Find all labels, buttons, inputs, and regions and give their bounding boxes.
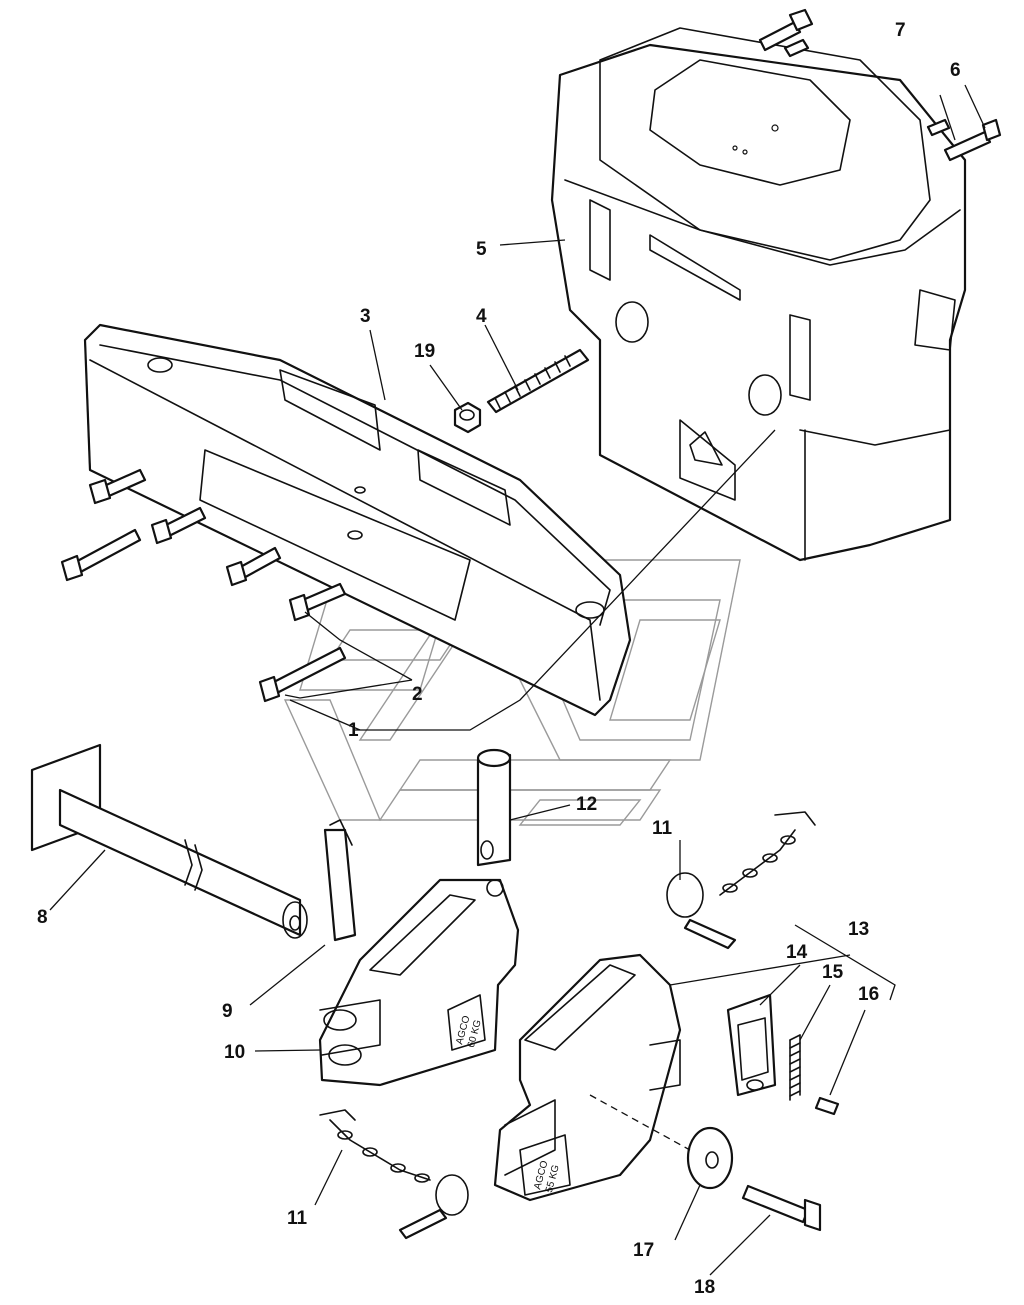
lock-plate [726,993,777,1097]
threaded-rod [486,348,590,414]
callout-11-right: 11 [652,818,673,839]
callout-12: 12 [576,794,597,815]
spring-pin [323,819,357,942]
sleeve-pin [476,748,512,867]
callout-7: 7 [895,20,906,41]
hitch-bracket-weight [318,878,520,1087]
callout-4: 4 [476,306,487,327]
callout-11-left: 11 [287,1208,308,1229]
callout-13: 13 [848,919,869,940]
hex-bolt [741,1184,822,1232]
hex-nut [453,401,482,434]
callout-14: 14 [786,942,808,963]
suitcase-weight [493,953,682,1202]
front-weight-block [550,27,967,562]
callout-15: 15 [822,962,844,983]
callout-6: 6 [950,60,961,81]
callout-16: 16 [858,984,879,1005]
callout-17: 17 [633,1240,654,1261]
bolt-set-left [60,468,347,703]
compression-spring [789,1034,801,1101]
linch-pin-with-chain-right [666,811,816,950]
callout-5: 5 [476,239,487,260]
leader-lines [49,84,986,1276]
callout-3: 3 [360,306,371,327]
long-pin-with-plate [30,743,308,939]
bolt-and-pin-set-top [758,8,1002,162]
washer [589,1094,734,1190]
callout-8: 8 [37,907,48,928]
linch-pin-with-chain-left [319,1109,469,1240]
callout-19: 19 [414,341,435,362]
small-pin [814,1096,840,1116]
callout-9: 9 [222,1001,233,1022]
callout-10: 10 [224,1042,245,1063]
callout-labels: 1 2 3 4 5 6 7 8 9 10 11 11 12 13 14 15 1… [37,20,961,1298]
callout-1: 1 [348,720,359,741]
callout-2: 2 [412,684,423,705]
callout-18: 18 [694,1277,715,1298]
weight-carrier-bracket [83,323,632,717]
